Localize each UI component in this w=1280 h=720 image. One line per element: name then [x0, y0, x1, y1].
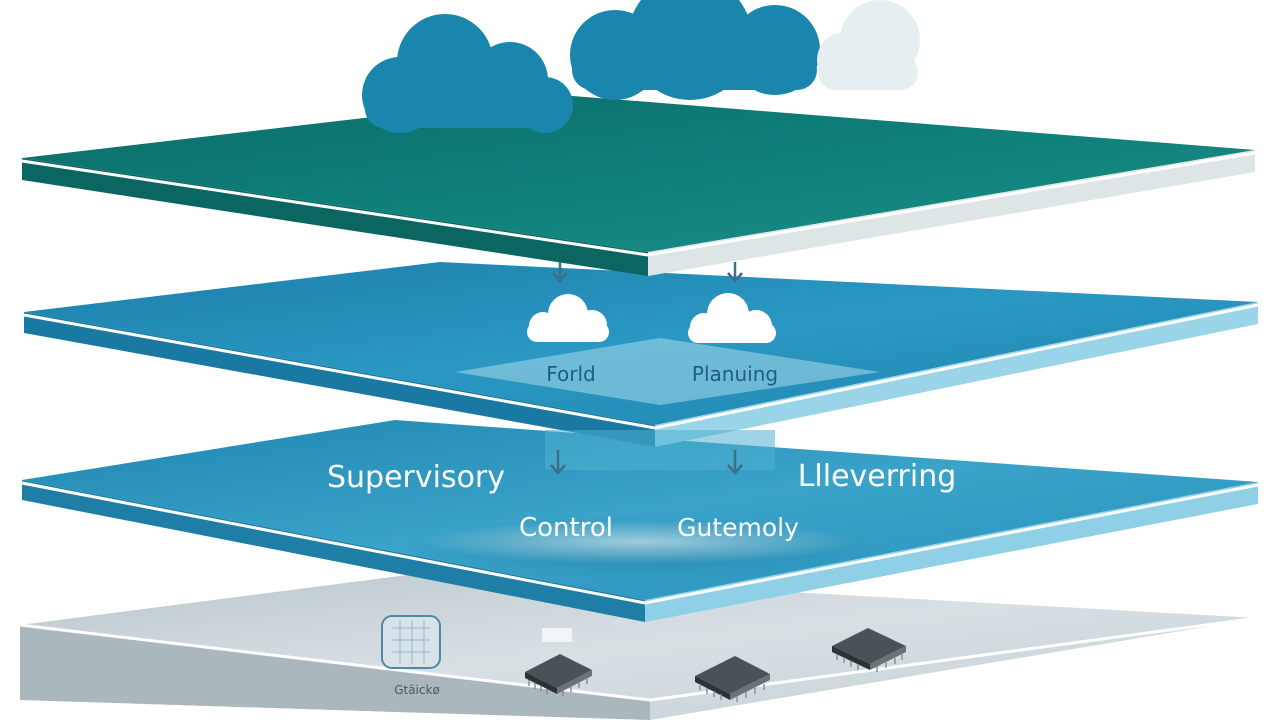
planning-left-label: Forld — [546, 362, 596, 386]
chip-icon-1 — [525, 628, 592, 696]
supervisory-left-label: Supervisory — [327, 460, 505, 495]
field-layer — [19, 572, 1259, 720]
cloud-icon-planning-left — [527, 294, 609, 342]
supervisory-sub-right-label: Gutemoly — [677, 513, 799, 542]
device-frame-icon — [381, 615, 441, 669]
device-label: Gtäickø — [394, 683, 440, 697]
cloud-right — [817, 0, 920, 90]
cloud-icon-planning-right — [688, 293, 776, 343]
cloud-center — [570, 0, 820, 100]
chip-icon-2 — [695, 656, 770, 702]
arrow-down-icon — [550, 262, 743, 475]
chip-icon-3 — [832, 628, 906, 672]
planning-right-label: Planuing — [692, 362, 778, 386]
supervisory-layer — [21, 420, 1259, 622]
supervisory-sub-left-label: Control — [519, 513, 613, 543]
cloud-left — [362, 14, 573, 133]
top-layer — [21, 95, 1256, 276]
planning-layer — [23, 262, 1259, 470]
supervisory-right-label: Llleverring — [798, 459, 957, 494]
